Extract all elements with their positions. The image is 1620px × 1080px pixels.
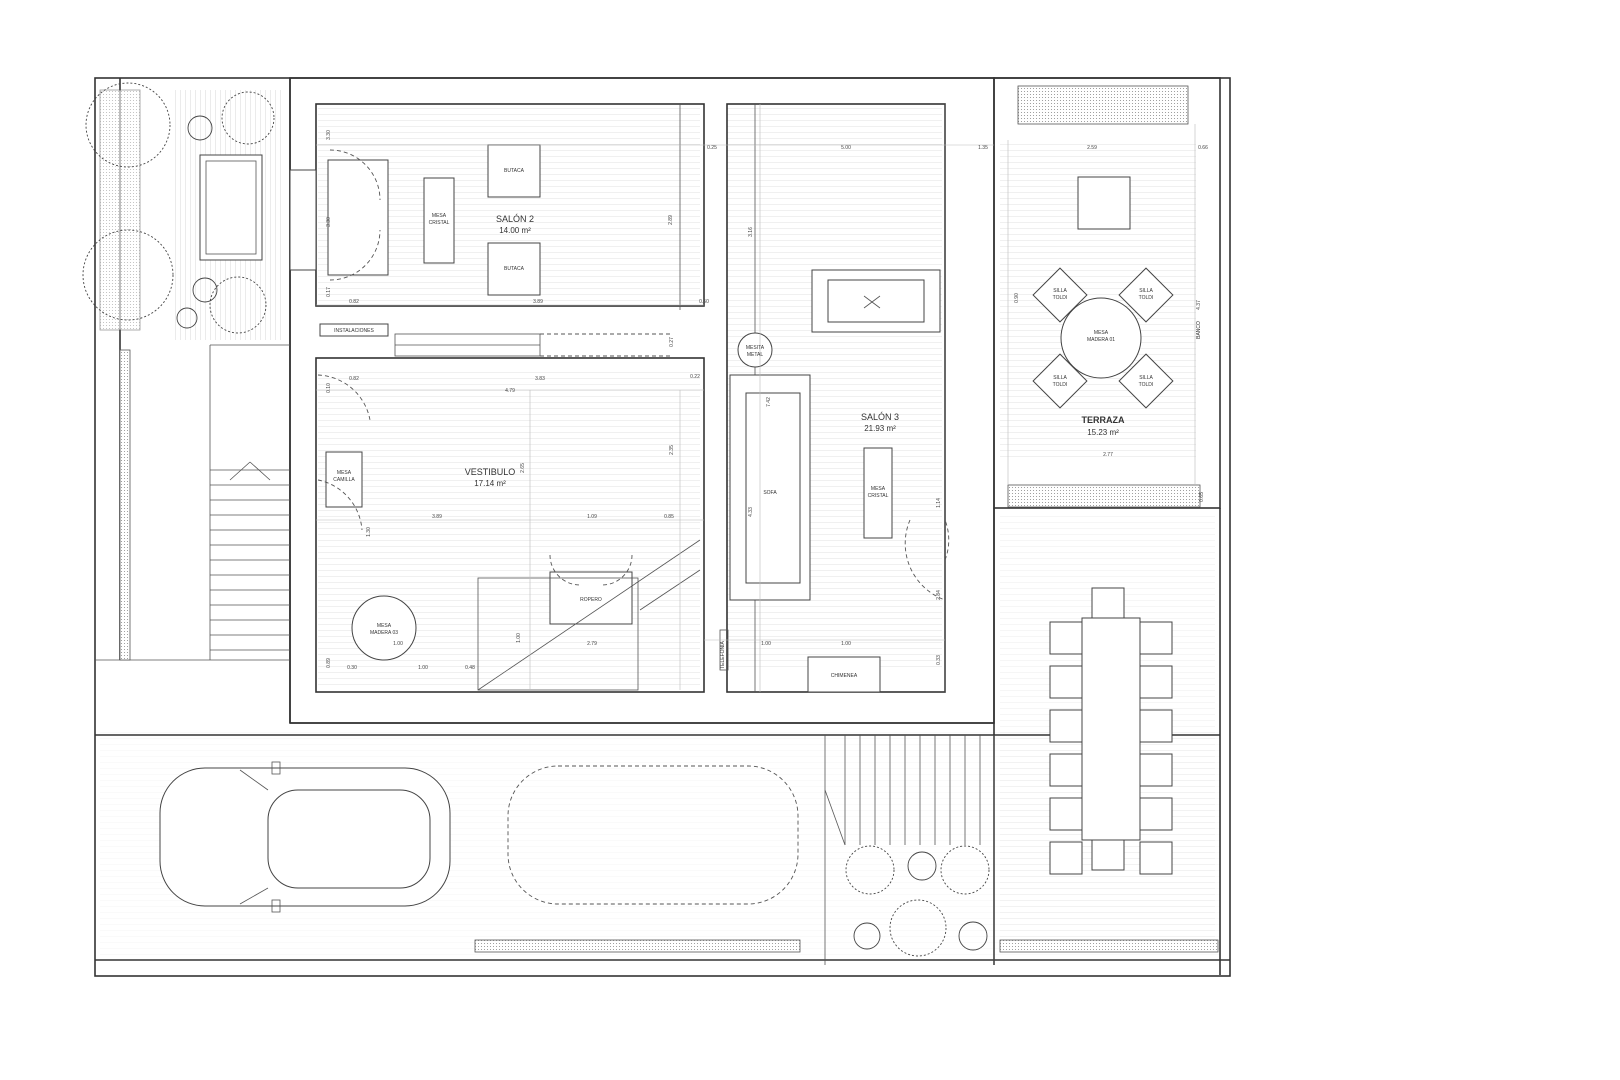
dim-135: 1.35 <box>978 145 988 151</box>
label-silla-br-a: SILLA <box>1139 375 1153 381</box>
label-mesa-camilla-a: MESA <box>337 470 352 476</box>
label-banco: BANCO <box>1196 321 1202 339</box>
dim-433: 4.33 <box>748 507 754 517</box>
dim-389a: 3.89 <box>533 299 543 305</box>
salon2-furniture <box>289 144 541 337</box>
dim-066: 0.66 <box>1198 145 1208 151</box>
dining-set <box>1049 587 1173 875</box>
room-name-salon2: SALÓN 2 <box>496 214 534 224</box>
dim-259: 2.59 <box>1087 145 1097 151</box>
dim-100a: 1.00 <box>393 641 403 647</box>
dim-279: 2.79 <box>587 641 597 647</box>
label-mesa-camilla-b: CAMILLA <box>333 477 355 483</box>
room-name-terraza: TERRAZA <box>1082 415 1125 425</box>
label-silla-tr-b: TOLDI <box>1139 295 1154 301</box>
dim-330: 3.30 <box>326 130 332 140</box>
dim-100c: 1.00 <box>761 641 771 647</box>
dim-330b: 3.30 <box>326 217 332 227</box>
terrace-furniture <box>1032 176 1174 409</box>
dim-130: 1.30 <box>366 527 372 537</box>
dim-010: 0.10 <box>326 383 332 393</box>
label-mesa-madera03-a: MESA <box>377 623 392 629</box>
dim-090: 0.90 <box>1014 293 1020 303</box>
dim-089: 0.89 <box>326 658 332 668</box>
dim-114: 1.14 <box>936 498 942 508</box>
label-telefonia: TELEFONIA <box>720 640 726 668</box>
label-mesa-madera03-b: MADERA 03 <box>370 630 398 636</box>
dim-027: 0.27 <box>669 337 675 347</box>
salon3-furniture <box>719 269 950 693</box>
dim-100d: 1.00 <box>841 641 851 647</box>
dim-100e: 1.00 <box>516 633 522 643</box>
room-name-salon3: SALÓN 3 <box>861 412 899 422</box>
dim-235: 2.35 <box>669 445 675 455</box>
label-mesa-madera01-b: MADERA 01 <box>1087 337 1115 343</box>
dim-109: 1.09 <box>587 514 597 520</box>
label-mesita-metal-b: METAL <box>747 352 764 358</box>
label-silla-bl-a: SILLA <box>1053 375 1067 381</box>
staircase-left <box>210 461 290 651</box>
label-chimenea: CHIMENEA <box>831 673 858 679</box>
label-mesita-metal-a: MESITA <box>746 345 765 351</box>
label-mesa-madera01-a: MESA <box>1094 330 1109 336</box>
dim-383: 3.83 <box>535 376 545 382</box>
dimension-lines <box>316 104 1196 692</box>
trees <box>82 82 990 957</box>
dim-025: 0.25 <box>707 145 717 151</box>
dim-277: 2.77 <box>1103 452 1113 458</box>
label-silla-br-b: TOLDI <box>1139 382 1154 388</box>
room-area-terraza: 15.23 m² <box>1087 428 1119 437</box>
dim-479: 4.79 <box>505 388 515 394</box>
pool <box>199 154 263 261</box>
dim-284: 2.84 <box>936 590 942 600</box>
room-area-salon2: 14.00 m² <box>499 226 531 235</box>
car-solid <box>159 761 451 913</box>
label-mesa-cristal-1a: MESA <box>432 213 447 219</box>
label-instalaciones: INSTALACIONES <box>334 328 374 334</box>
railing <box>395 333 670 357</box>
garage-stairs <box>824 735 981 846</box>
dim-050: 0.50 <box>699 299 709 305</box>
room-area-vestibulo: 17.14 m² <box>474 479 506 488</box>
room-area-salon3: 21.93 m² <box>864 424 896 433</box>
walls <box>94 77 1231 977</box>
dim-316: 3.16 <box>748 227 754 237</box>
dim-082b: 0.82 <box>349 376 359 382</box>
dim-030: 0.30 <box>347 665 357 671</box>
dim-033: 0.33 <box>936 655 942 665</box>
dim-022: 0.22 <box>690 374 700 380</box>
dim-389b: 3.89 <box>432 514 442 520</box>
label-mesa-cristal-1b: CRISTAL <box>429 220 450 226</box>
label-butaca-top: BUTACA <box>504 168 525 174</box>
dim-289: 2.89 <box>668 215 674 225</box>
dim-437: 4.37 <box>1196 300 1202 310</box>
dim-742: 7.42 <box>766 397 772 407</box>
dimension-labels: 0.25 5.00 1.35 2.59 0.66 3.30 3.30 0.17 … <box>326 130 1208 671</box>
label-ropero: ROPERO <box>580 597 602 603</box>
label-butaca-bottom: BUTACA <box>504 266 525 272</box>
label-sofa: SOFA <box>763 490 777 496</box>
planters <box>99 85 1219 953</box>
label-mesa-cristal-2a: MESA <box>871 486 886 492</box>
vestibulo-furniture <box>317 374 701 691</box>
dim-065: 0.65 <box>1199 492 1205 502</box>
label-silla-tl-b: TOLDI <box>1053 295 1068 301</box>
car-dashed <box>507 765 799 905</box>
dim-085: 0.85 <box>664 514 674 520</box>
dim-048: 0.48 <box>465 665 475 671</box>
label-silla-bl-b: TOLDI <box>1053 382 1068 388</box>
label-silla-tr-a: SILLA <box>1139 288 1153 294</box>
dim-100b: 1.00 <box>418 665 428 671</box>
dim-500: 5.00 <box>841 145 851 151</box>
label-silla-tl-a: SILLA <box>1053 288 1067 294</box>
label-mesa-cristal-2b: CRISTAL <box>868 493 889 499</box>
room-name-vestibulo: VESTIBULO <box>465 467 516 477</box>
dim-082a: 0.82 <box>349 299 359 305</box>
dim-265: 2.65 <box>520 463 526 473</box>
dim-017: 0.17 <box>326 287 332 297</box>
